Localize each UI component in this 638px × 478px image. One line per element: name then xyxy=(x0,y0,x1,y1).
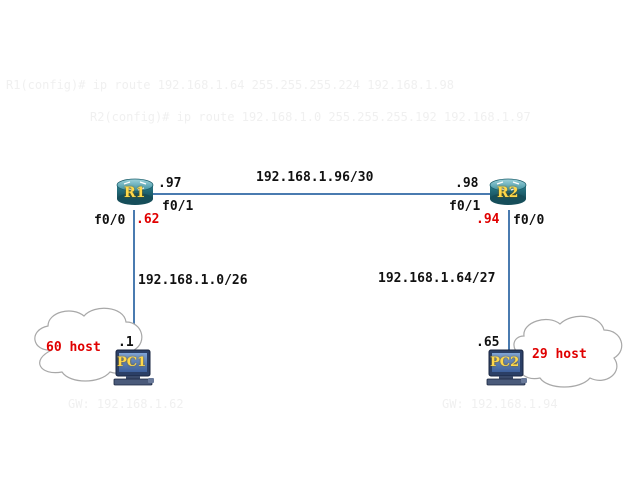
pc1-name: PC1 xyxy=(117,355,147,370)
pc1-ip: .1 xyxy=(118,335,134,350)
r1-lan-ip: .62 xyxy=(136,212,160,227)
pc2-gateway: GW: 192.168.1.94 xyxy=(442,397,558,411)
r1-lan-port: f0/0 xyxy=(94,213,126,228)
pc1-cloud xyxy=(34,307,143,382)
router-r1-icon[interactable] xyxy=(116,178,154,205)
wan-network-label: 192.168.1.96/30 xyxy=(256,170,374,185)
pc1-gateway: GW: 192.168.1.62 xyxy=(68,397,184,411)
router-r2-icon[interactable] xyxy=(489,178,527,205)
lan1-network-label: 192.168.1.0/26 xyxy=(138,273,248,288)
pc2-icon[interactable] xyxy=(486,349,527,386)
r2-route-command: R2(config)# ip route 192.168.1.0 255.255… xyxy=(90,110,531,124)
pc1-host-count: 60 host xyxy=(46,340,101,355)
r2-wan-port: f0/1 xyxy=(449,199,481,214)
r1-wan-port: f0/1 xyxy=(162,199,194,214)
r2-lan-ip: .94 xyxy=(476,212,500,227)
pc2-ip: .65 xyxy=(476,335,500,350)
router-r2-name: R2 xyxy=(497,185,519,201)
pc2-name: PC2 xyxy=(490,355,520,370)
pc1-icon[interactable] xyxy=(113,349,154,386)
r2-lan-port: f0/0 xyxy=(513,213,545,228)
r1-route-command: R1(config)# ip route 192.168.1.64 255.25… xyxy=(6,78,454,92)
lan2-network-label: 192.168.1.64/27 xyxy=(378,271,496,286)
r1-wan-ip: .97 xyxy=(158,176,182,191)
router-r1-name: R1 xyxy=(124,185,146,201)
pc2-host-count: 29 host xyxy=(532,347,587,362)
r2-wan-ip: .98 xyxy=(455,176,479,191)
